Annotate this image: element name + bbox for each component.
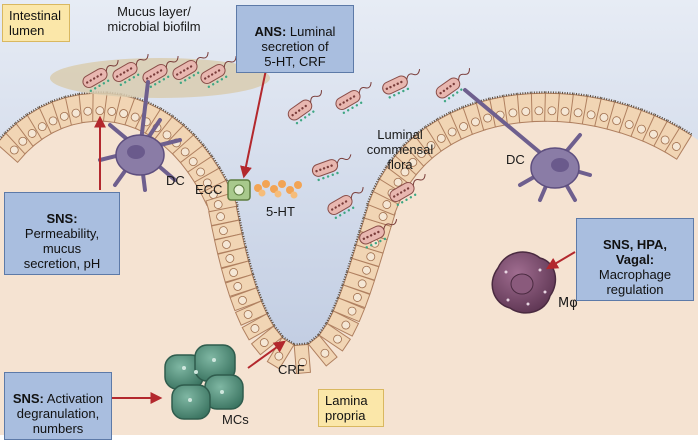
box-ans-heading: ANS: xyxy=(255,24,287,39)
label-intestinal-lumen: Intestinal lumen xyxy=(2,4,70,42)
label-dc-left: DC xyxy=(166,173,185,188)
label-lamina-propria: Lamina propria xyxy=(318,389,384,427)
box-ans: ANS: Luminal secretion of 5-HT, CRF xyxy=(236,5,354,73)
box-sns-bottom-heading: SNS: xyxy=(13,391,44,406)
label-5ht: 5-HT xyxy=(266,204,295,219)
label-mucus-layer: Mucus layer/ microbial biofilm xyxy=(84,4,224,34)
box-sns-left-heading: SNS: xyxy=(11,211,113,226)
box-sns-right-heading: SNS, HPA, Vagal: xyxy=(583,237,687,267)
label-luminal-flora: Luminal commensal flora xyxy=(345,127,455,172)
box-sns-bottom: SNS: Activation degranulation, numbers xyxy=(4,372,112,440)
epithelial-cell xyxy=(531,92,546,121)
label-ecc: ECC xyxy=(195,182,222,197)
box-sns-left: SNS:Permeability, mucus secretion, pH xyxy=(4,192,120,275)
enterochromaffin-cell xyxy=(228,180,250,200)
box-sns-left-text: Permeability, mucus secretion, pH xyxy=(24,226,101,271)
label-dc-right: DC xyxy=(506,152,525,167)
label-mast-cells: MCs xyxy=(222,412,249,427)
label-crf: CRF xyxy=(278,362,305,377)
box-sns-right-text: Macrophage regulation xyxy=(599,267,671,297)
label-macrophage: Mφ xyxy=(558,296,578,311)
macrophage xyxy=(492,252,555,313)
box-sns-right: SNS, HPA, Vagal:Macrophage regulation xyxy=(576,218,694,301)
